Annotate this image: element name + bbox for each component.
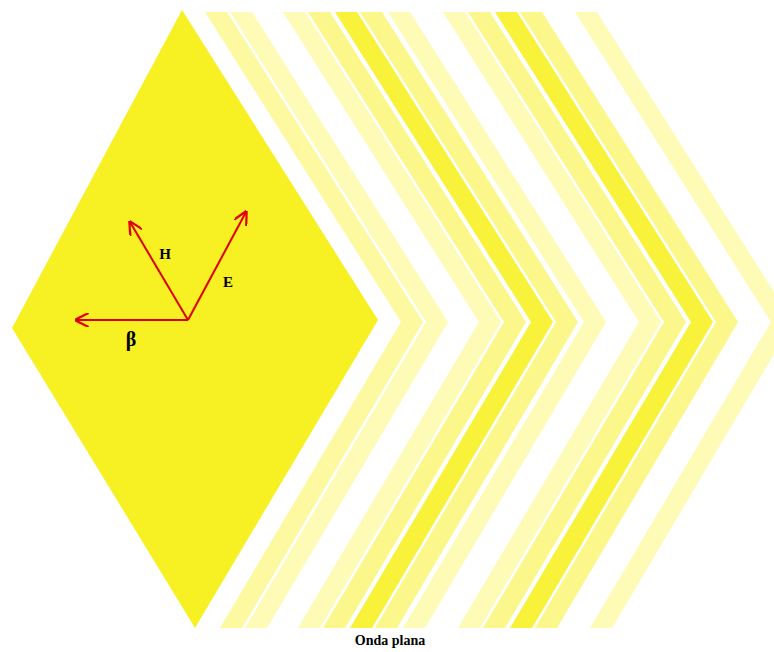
vector-label: H (159, 247, 171, 262)
e-vector (188, 212, 246, 320)
wavefront-diamond (12, 10, 378, 628)
field-vectors (76, 212, 246, 320)
caption: Onda plana (355, 634, 425, 648)
h-vector (130, 222, 188, 320)
beta-vector (76, 319, 188, 321)
vector-label: β (126, 329, 137, 349)
vector-label: E (223, 275, 233, 290)
